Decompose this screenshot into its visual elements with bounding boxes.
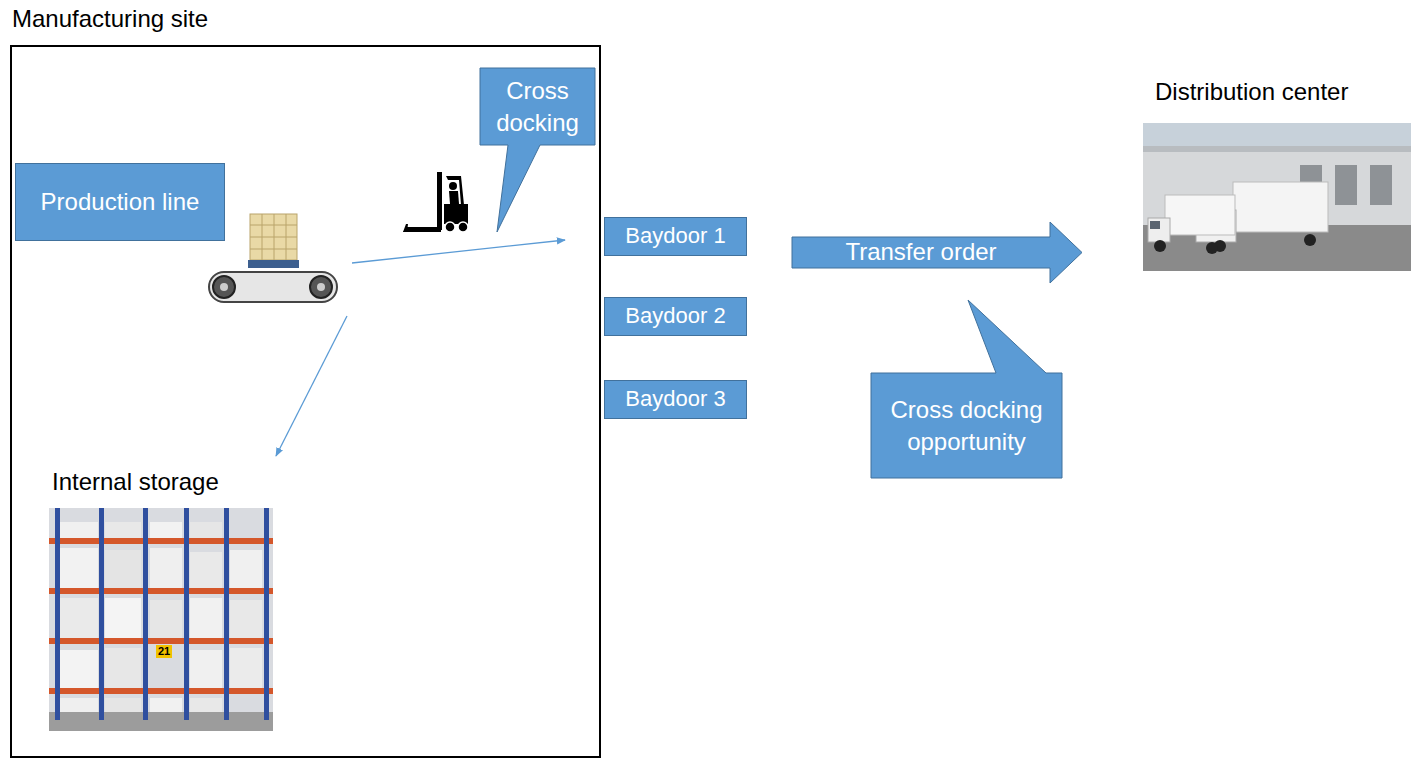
callout-box: Cross docking bbox=[480, 68, 595, 145]
storage-rack-photo bbox=[49, 508, 273, 731]
box-text: Cross docking bbox=[484, 75, 591, 137]
box-text: Baydoor 1 bbox=[625, 222, 725, 251]
baydoor-box: Baydoor 2 bbox=[604, 297, 747, 336]
conveyor-icon bbox=[209, 214, 337, 302]
callout-box: Cross docking opportunity bbox=[871, 373, 1062, 478]
box-text: Baydoor 3 bbox=[625, 385, 725, 414]
text-area: Baydoor 1 bbox=[605, 218, 746, 255]
box-text: Baydoor 2 bbox=[625, 302, 725, 331]
text-area: Cross docking bbox=[480, 68, 595, 145]
text-area: Transfer order bbox=[792, 237, 1050, 268]
flow-line bbox=[276, 316, 347, 456]
forklift-icon bbox=[403, 172, 468, 232]
text-area: Baydoor 3 bbox=[605, 381, 746, 418]
site-frame: Manufacturing siteProduction lineCross d… bbox=[10, 45, 601, 758]
text-area: Cross docking opportunity bbox=[871, 373, 1062, 478]
site-heading: Manufacturing site bbox=[12, 5, 208, 34]
baydoor-box: Baydoor 1 bbox=[604, 217, 747, 256]
rack-number: 21 bbox=[156, 645, 172, 658]
distribution-center-photo bbox=[1143, 123, 1411, 271]
box-text: Cross docking opportunity bbox=[875, 394, 1058, 456]
storage-label: Internal storage bbox=[52, 468, 219, 497]
process-box: Production line bbox=[15, 163, 225, 241]
box-text: Transfer order bbox=[845, 238, 996, 267]
text-area: Production line bbox=[16, 164, 224, 240]
site-label: Distribution center bbox=[1155, 78, 1348, 107]
baydoor-box: Baydoor 3 bbox=[604, 380, 747, 419]
text-area: Baydoor 2 bbox=[605, 298, 746, 335]
flow-line bbox=[352, 240, 565, 263]
callout-shape bbox=[871, 373, 1062, 478]
box-text: Production line bbox=[41, 186, 200, 217]
block-arrow: Transfer order bbox=[792, 222, 1082, 283]
